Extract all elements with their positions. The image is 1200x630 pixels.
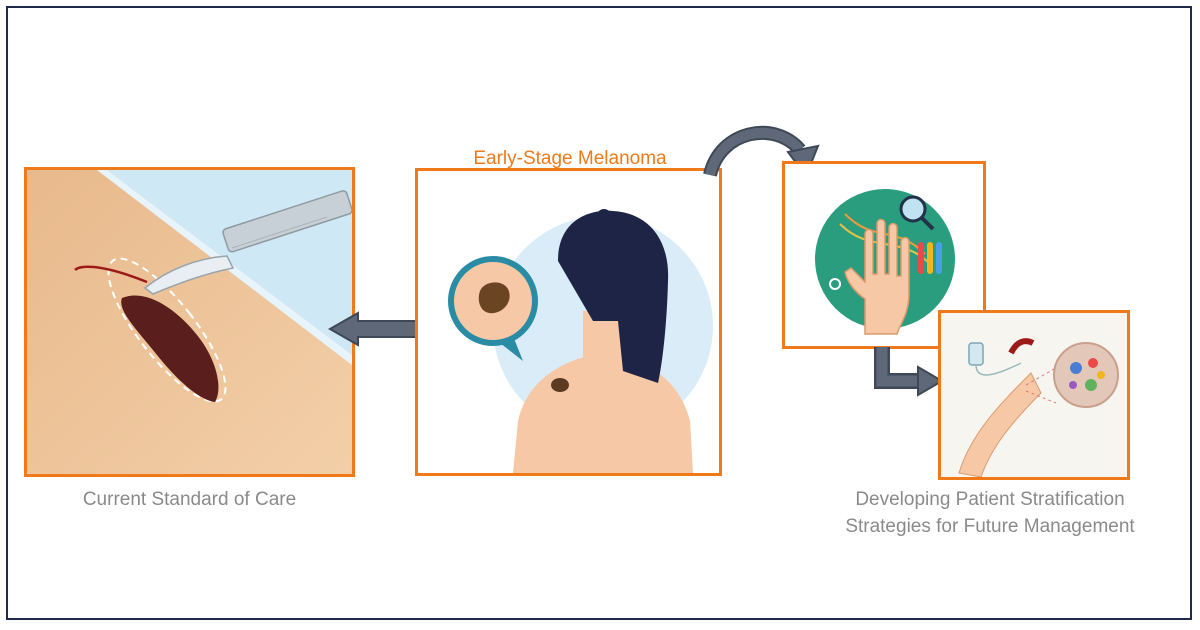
- magnifier-icon: [899, 195, 935, 231]
- excision-illustration: [27, 170, 352, 474]
- center-title: Early-Stage Melanoma: [473, 148, 667, 169]
- panel-patient-treatment: [938, 310, 1130, 480]
- tumor-cell-icon: [1053, 342, 1119, 408]
- caption-stratification-line2: Strategies for Future Management: [845, 516, 1135, 537]
- arrow-to-stratification: [874, 347, 944, 397]
- panel-early-stage-melanoma: [415, 168, 722, 476]
- test-tubes-icon: [918, 242, 942, 274]
- mole-on-back: [551, 378, 569, 392]
- hand-research-icon: [844, 218, 910, 335]
- gear-icon: [829, 278, 841, 290]
- incision-line: [74, 265, 148, 284]
- outer-frame: [6, 6, 1192, 620]
- scalpel-icon: [143, 190, 352, 295]
- treatment-illustration: [941, 313, 1127, 477]
- woman-back-icon: [513, 209, 693, 473]
- excision-margin: [107, 257, 227, 403]
- melanoma-illustration: [448, 209, 713, 473]
- iv-drip-icon: [968, 342, 1022, 376]
- arrow-to-standard-care: [328, 311, 417, 347]
- caption-stratification: Developing Patient Stratification Strate…: [800, 486, 1180, 540]
- mole-icon: [448, 256, 538, 361]
- caption-standard-of-care: Current Standard of Care: [82, 489, 297, 510]
- research-illustration: [815, 189, 955, 335]
- melanoma-lesion: [121, 295, 219, 402]
- caption-stratification-line1: Developing Patient Stratification: [855, 489, 1125, 510]
- panel-standard-of-care: [24, 167, 355, 477]
